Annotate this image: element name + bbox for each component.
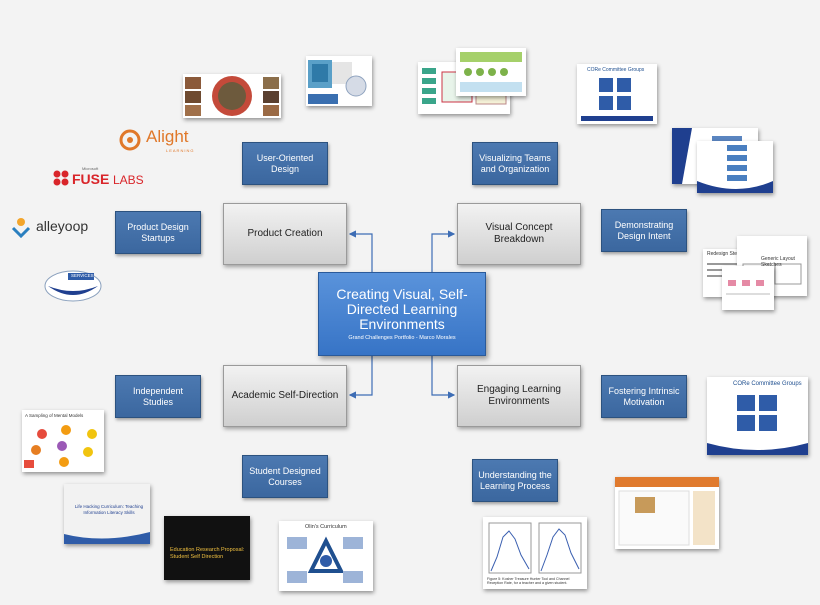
- arrow-product-creation: [348, 230, 373, 272]
- core-groups-thumb-2: CORe Committee Groups: [707, 377, 808, 455]
- node-user-oriented: User-Oriented Design: [242, 142, 328, 185]
- node-visual-concept: Visual Concept Breakdown: [457, 203, 581, 265]
- engagement-page-graphic: [615, 477, 719, 546]
- central-title: Creating Visual, Self-Directed Learning …: [336, 286, 468, 332]
- node-demonstrating-intent: Demonstrating Design Intent: [601, 209, 687, 252]
- alight-sub: LEARNING: [166, 148, 195, 153]
- fuselabs-pre: Microsoft: [82, 166, 99, 171]
- node-product-design-startups: Product Design Startups: [115, 211, 201, 254]
- node-understanding-learning: Understanding the Learning Process: [472, 459, 558, 502]
- design-intent-thumb-2: [697, 141, 773, 193]
- design-intent-graphic-2: [697, 145, 773, 193]
- alight-logo: Alight LEARNING: [118, 126, 198, 154]
- mental-models-title: A Sampling of Mental Models: [25, 413, 84, 418]
- redesign-steps-title: Redesign Steps: [707, 251, 743, 257]
- fuselabs-mark-icon: [53, 170, 69, 186]
- alight-text: Alight: [146, 127, 189, 146]
- arrow-academic: [348, 356, 373, 399]
- alight-mark-icon: [119, 129, 141, 151]
- node-student-designed: Student Designed Courses: [242, 455, 328, 498]
- mental-models-thumb: A Sampling of Mental Models: [22, 410, 104, 472]
- alleyoop-logo: alleyoop: [10, 215, 100, 239]
- core-groups-graphic-1: [581, 78, 653, 121]
- node-visualizing-teams: Visualizing Teams and Organization: [472, 142, 558, 185]
- olins-curriculum-thumb: Olin's Curriculum: [279, 521, 373, 591]
- alleyoop-mark-icon: [11, 218, 31, 238]
- categories-thumb: [722, 266, 774, 310]
- central-subtitle: Grand Challenges Portfolio - Marco Moral…: [348, 335, 456, 341]
- services-logo: SERVICES: [44, 270, 102, 302]
- core-groups-title-2: CORe Committee Groups: [733, 381, 802, 387]
- node-product-creation: Product Creation: [223, 203, 347, 265]
- screens-graphic: [308, 60, 367, 104]
- proposal-line-1: Education Research Proposal:: [170, 547, 245, 553]
- photo-collage-thumb: [183, 74, 281, 118]
- fuselabs-labs: LABS: [113, 173, 144, 187]
- life-hacking-thumb: Life Hacking Curriculum: Teaching Inform…: [64, 484, 150, 544]
- olins-graphic: [287, 536, 363, 583]
- fuselabs-logo: Microsoft FUSE LABS: [52, 166, 144, 190]
- figure-caption: Figure 5: Kosher Treasure Hunter Tool an…: [487, 577, 570, 585]
- life-hacking-graphic: [64, 532, 150, 544]
- collage-graphic: [185, 76, 279, 116]
- product-screens-thumb: [306, 56, 372, 106]
- categories-graphic: [726, 280, 770, 295]
- research-proposal-thumb: Education Research Proposal: Student Sel…: [164, 516, 250, 580]
- node-independent-studies: Independent Studies: [115, 375, 201, 418]
- mental-models-graphic: [24, 425, 97, 468]
- alleyoop-text: alleyoop: [36, 218, 89, 234]
- layout-sketches-title: Generic Layout Sketches: [761, 256, 795, 268]
- core-groups-thumb-1: CORe Committee Groups: [577, 64, 657, 124]
- core-groups-graphic-2: [707, 395, 808, 455]
- team-diagram-graphic-2: [460, 52, 522, 92]
- proposal-line-2: Student Self Direction: [170, 554, 224, 560]
- team-diagram-thumb-2: [456, 48, 526, 96]
- node-fostering-motivation: Fostering Intrinsic Motivation: [601, 375, 687, 418]
- learning-charts-graphic: [488, 522, 582, 574]
- arrow-visual-concept: [431, 230, 456, 272]
- arrow-engaging: [431, 356, 456, 399]
- engagement-page-thumb: [615, 477, 719, 549]
- services-text: SERVICES: [71, 273, 94, 278]
- services-oval-icon: [44, 270, 102, 302]
- core-groups-title-1: CORe Committee Groups: [587, 67, 645, 73]
- learning-charts-thumb: Figure 5: Kosher Treasure Hunter Tool an…: [483, 517, 587, 589]
- node-academic-self-direction: Academic Self-Direction: [223, 365, 347, 427]
- olins-title: Olin's Curriculum: [305, 524, 347, 530]
- fuselabs-fuse: FUSE: [72, 171, 110, 187]
- central-topic: Creating Visual, Self-Directed Learning …: [318, 272, 486, 356]
- node-engaging-learning: Engaging Learning Environments: [457, 365, 581, 427]
- life-hacking-title: Life Hacking Curriculum: Teaching Inform…: [74, 504, 144, 515]
